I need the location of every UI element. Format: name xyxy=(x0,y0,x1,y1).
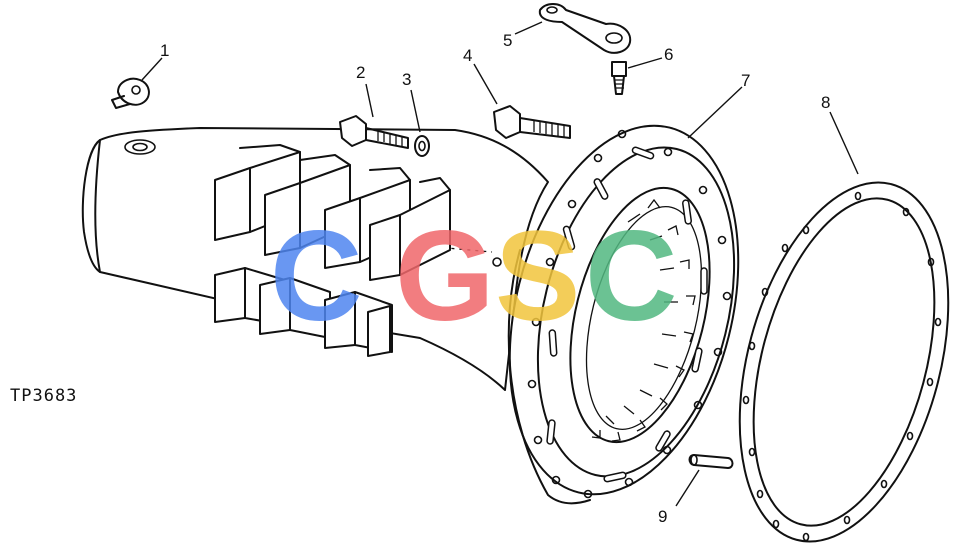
gasket-bolt-holes xyxy=(742,191,942,542)
callout-4: 4 xyxy=(463,46,472,65)
upper-mounting-pads xyxy=(214,144,451,281)
watermark: C G S C xyxy=(270,205,677,348)
lower-mounting-pads xyxy=(214,267,393,357)
watermark-letter-3: S xyxy=(495,205,580,348)
part-9-dowel-pin xyxy=(688,454,734,469)
gasket xyxy=(738,181,950,543)
part-5-lever xyxy=(538,3,632,54)
part-3-washer xyxy=(414,135,430,157)
callout-labels: 1 2 3 4 5 6 7 8 9 xyxy=(160,31,830,526)
callout-8: 8 xyxy=(821,93,830,112)
watermark-letter-4: C xyxy=(585,205,677,348)
leader-lines xyxy=(141,21,859,507)
part-6-screw xyxy=(611,61,627,95)
watermark-letter-1: C xyxy=(270,205,362,348)
callout-9: 9 xyxy=(658,507,667,526)
figure-code: TP3683 xyxy=(10,386,77,406)
part-2-bolt xyxy=(339,115,409,149)
ring-gear-teeth xyxy=(591,198,696,442)
callout-1: 1 xyxy=(160,41,169,60)
part-4-bolt xyxy=(493,105,571,139)
callout-3: 3 xyxy=(402,70,411,89)
watermark-letter-2: G xyxy=(395,205,495,348)
callout-6: 6 xyxy=(664,45,673,64)
housing-flange xyxy=(507,124,740,505)
callout-2: 2 xyxy=(356,63,365,82)
flange-bolt-holes xyxy=(527,129,732,499)
callout-7: 7 xyxy=(741,71,750,90)
flange-slots xyxy=(546,146,708,483)
callout-5: 5 xyxy=(503,31,512,50)
part-1-fitting xyxy=(111,77,150,109)
